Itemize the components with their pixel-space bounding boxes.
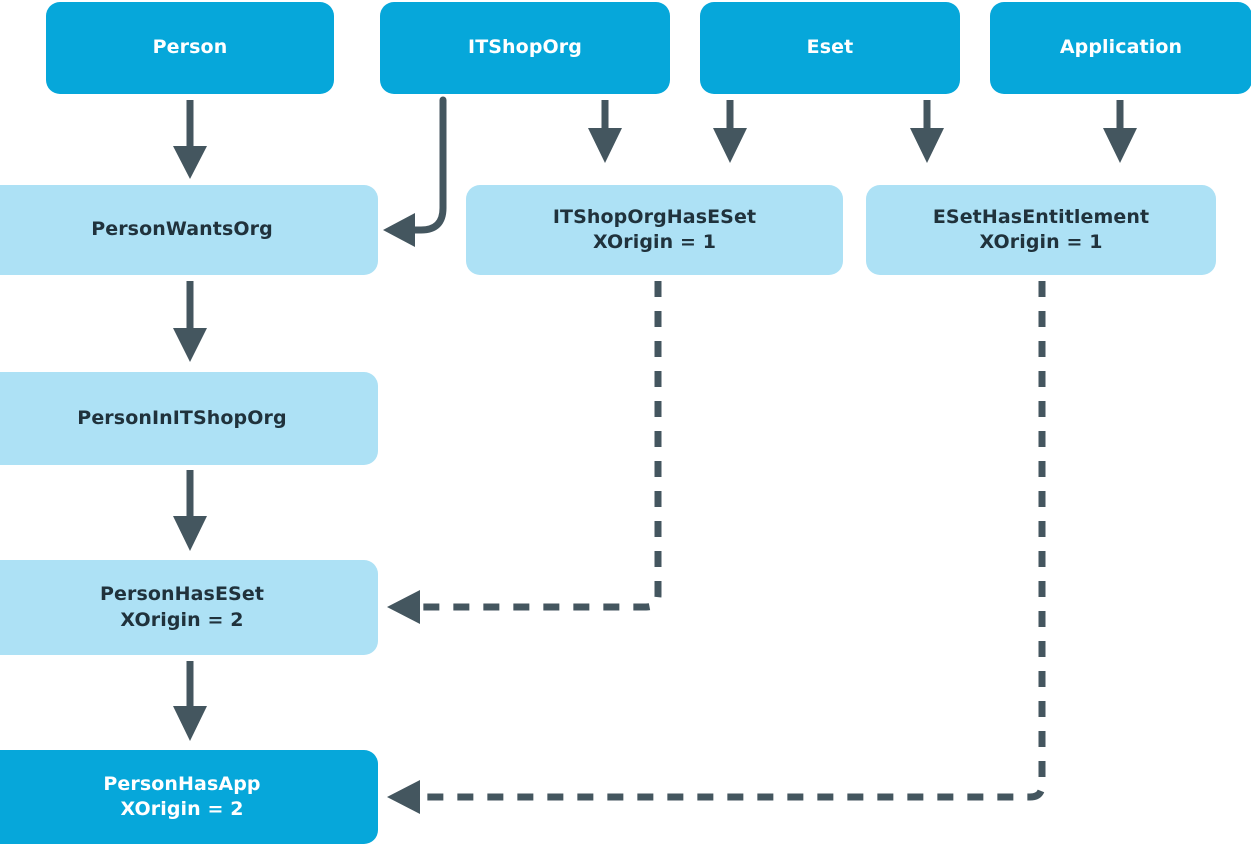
node-itshoporg[interactable]: ITShopOrg (380, 2, 670, 94)
node-personinitshoporg-label: PersonInITShopOrg (77, 406, 287, 429)
edge-esethasentitlement-to-personhasapp (387, 281, 1046, 814)
node-personhaseset[interactable]: PersonHasESet XOrigin = 2 (0, 560, 378, 655)
edge-itshoporg-to-itshoporghaseset (588, 100, 622, 163)
edge-eset-to-esethasentitlement (910, 100, 944, 163)
node-application[interactable]: Application (990, 2, 1251, 94)
node-person[interactable]: Person (46, 2, 334, 94)
edge-person-to-personwantsorg (173, 100, 207, 179)
node-personhasapp-label: PersonHasApp XOrigin = 2 (103, 772, 261, 820)
node-personwantsorg[interactable]: PersonWantsOrg (0, 185, 378, 275)
edge-itshoporg-to-personwantsorg (383, 96, 447, 247)
node-personinitshoporg[interactable]: PersonInITShopOrg (0, 372, 378, 465)
node-esethasentitlement[interactable]: ESetHasEntitlement XOrigin = 1 (866, 185, 1216, 275)
node-personhasapp[interactable]: PersonHasApp XOrigin = 2 (0, 750, 378, 844)
node-eset-label: Eset (806, 36, 854, 59)
edge-personhaseset-to-personhasapp (173, 661, 207, 741)
edge-eset-to-itshoporghaseset (713, 100, 747, 163)
node-esethasentitlement-label: ESetHasEntitlement XOrigin = 1 (932, 205, 1150, 253)
edge-personwantsorg-to-personinitshoporg (173, 281, 207, 362)
node-application-label: Application (1059, 36, 1183, 59)
edge-application-to-esethasentitlement (1103, 100, 1137, 163)
edge-personinitshoporg-to-personhaseset (173, 470, 207, 551)
node-itshoporghaseset-label: ITShopOrgHasESet XOrigin = 1 (552, 205, 757, 253)
node-personhaseset-label: PersonHasESet XOrigin = 2 (99, 583, 265, 631)
edge-itshoporghaseset-to-personhaseset (387, 281, 662, 624)
node-itshoporghaseset[interactable]: ITShopOrgHasESet XOrigin = 1 (466, 185, 843, 275)
node-personwantsorg-label: PersonWantsOrg (91, 218, 273, 241)
node-person-label: Person (152, 36, 228, 59)
node-itshoporg-label: ITShopOrg (468, 36, 582, 59)
node-eset[interactable]: Eset (700, 2, 960, 94)
